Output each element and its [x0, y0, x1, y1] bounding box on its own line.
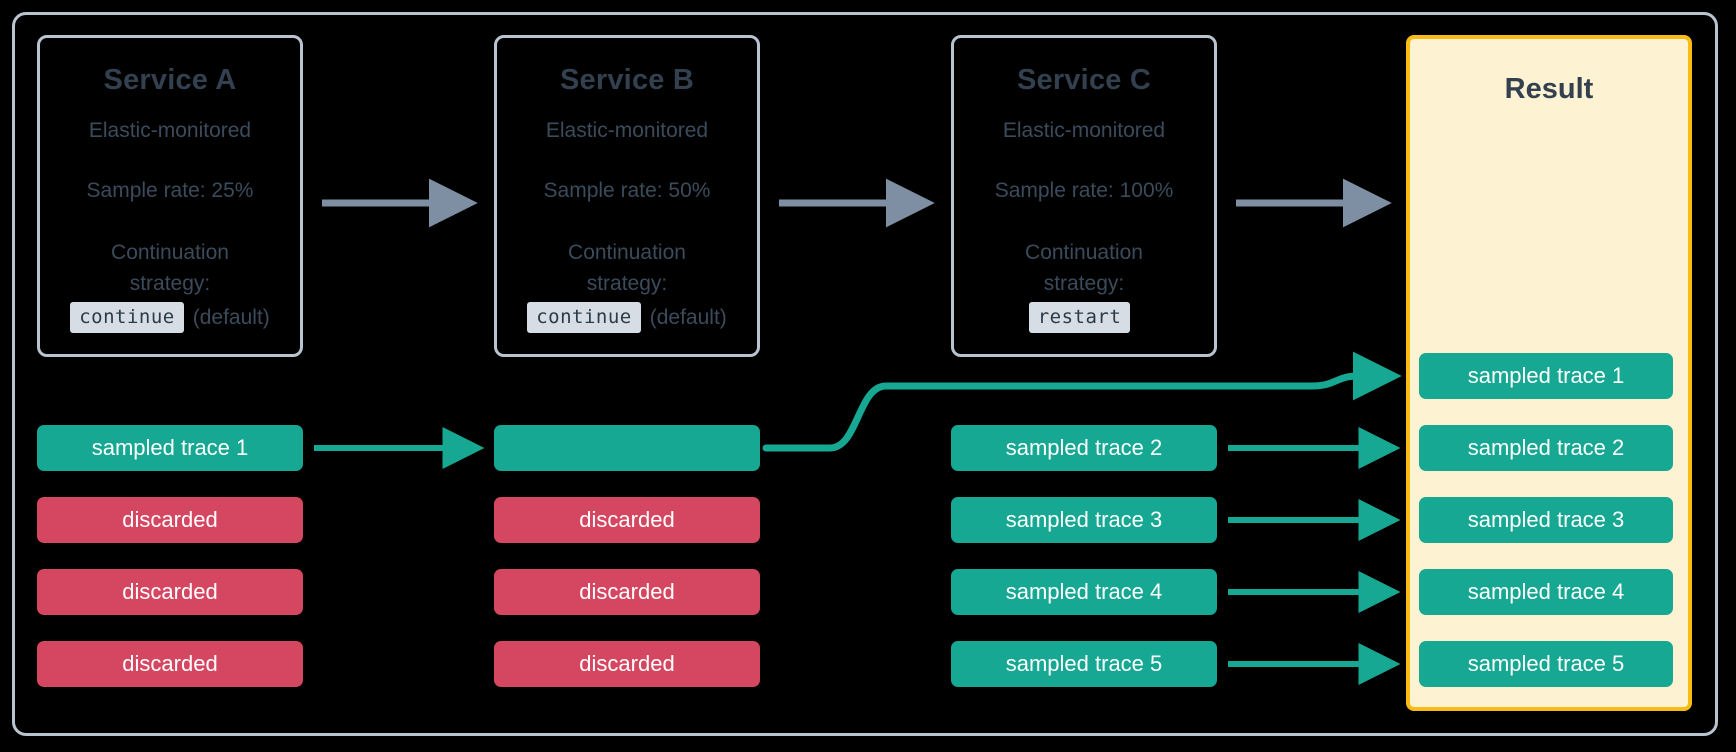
service-c-title: Service C	[1017, 64, 1151, 96]
service-b-title: Service B	[560, 64, 694, 96]
service-b-strategy-note: (default)	[649, 305, 727, 329]
service-a-subtitle: Elastic-monitored	[88, 119, 252, 142]
service-a-strategy-row: continue (default)	[40, 302, 300, 333]
service-b-sample-rate: Sample rate: 50%	[543, 179, 711, 202]
service-c-strategy-code: restart	[1028, 302, 1131, 333]
service-b-strategy-line1: Continuation	[568, 241, 686, 264]
service-c-strategy-label: Continuation strategy:	[954, 237, 1214, 299]
column-b-trace-2: discarded	[494, 497, 760, 543]
column-b-trace-1	[494, 425, 760, 471]
service-c-strategy-row: restart	[954, 302, 1214, 333]
service-a-sample-rate: Sample rate: 25%	[86, 179, 254, 202]
column-a-trace-4: discarded	[37, 641, 303, 687]
column-c-trace-4: sampled trace 5	[951, 641, 1217, 687]
result-trace-4: sampled trace 4	[1419, 569, 1673, 615]
service-a-strategy-line2: strategy:	[129, 272, 211, 295]
column-c-trace-2: sampled trace 3	[951, 497, 1217, 543]
service-c-subtitle: Elastic-monitored	[1002, 119, 1166, 142]
column-a-trace-1: sampled trace 1	[37, 425, 303, 471]
result-trace-1: sampled trace 1	[1419, 353, 1673, 399]
service-b-subtitle: Elastic-monitored	[545, 119, 709, 142]
result-trace-3: sampled trace 3	[1419, 497, 1673, 543]
result-trace-2: sampled trace 2	[1419, 425, 1673, 471]
column-b-trace-3: discarded	[494, 569, 760, 615]
service-a-strategy-line1: Continuation	[111, 241, 229, 264]
service-a-strategy-note: (default)	[192, 305, 270, 329]
service-c-strategy-line2: strategy:	[1043, 272, 1125, 295]
column-a-trace-3: discarded	[37, 569, 303, 615]
service-b-strategy-label: Continuation strategy:	[497, 237, 757, 299]
service-c-sample-rate: Sample rate: 100%	[994, 179, 1174, 202]
column-c-trace-3: sampled trace 4	[951, 569, 1217, 615]
column-a-trace-2: discarded	[37, 497, 303, 543]
service-a-strategy-code: continue	[70, 302, 184, 333]
service-card-b: Service B Elastic-monitored Sample rate:…	[494, 35, 760, 357]
column-b-trace-4: discarded	[494, 641, 760, 687]
service-a-title: Service A	[103, 64, 237, 96]
service-b-strategy-line2: strategy:	[586, 272, 668, 295]
service-card-a: Service A Elastic-monitored Sample rate:…	[37, 35, 303, 357]
column-c-trace-1: sampled trace 2	[951, 425, 1217, 471]
service-b-strategy-row: continue (default)	[497, 302, 757, 333]
service-card-c: Service C Elastic-monitored Sample rate:…	[951, 35, 1217, 357]
service-a-strategy-label: Continuation strategy:	[40, 237, 300, 299]
result-title: Result	[1504, 73, 1594, 105]
result-trace-5: sampled trace 5	[1419, 641, 1673, 687]
service-b-strategy-code: continue	[527, 302, 641, 333]
service-c-strategy-line1: Continuation	[1025, 241, 1143, 264]
